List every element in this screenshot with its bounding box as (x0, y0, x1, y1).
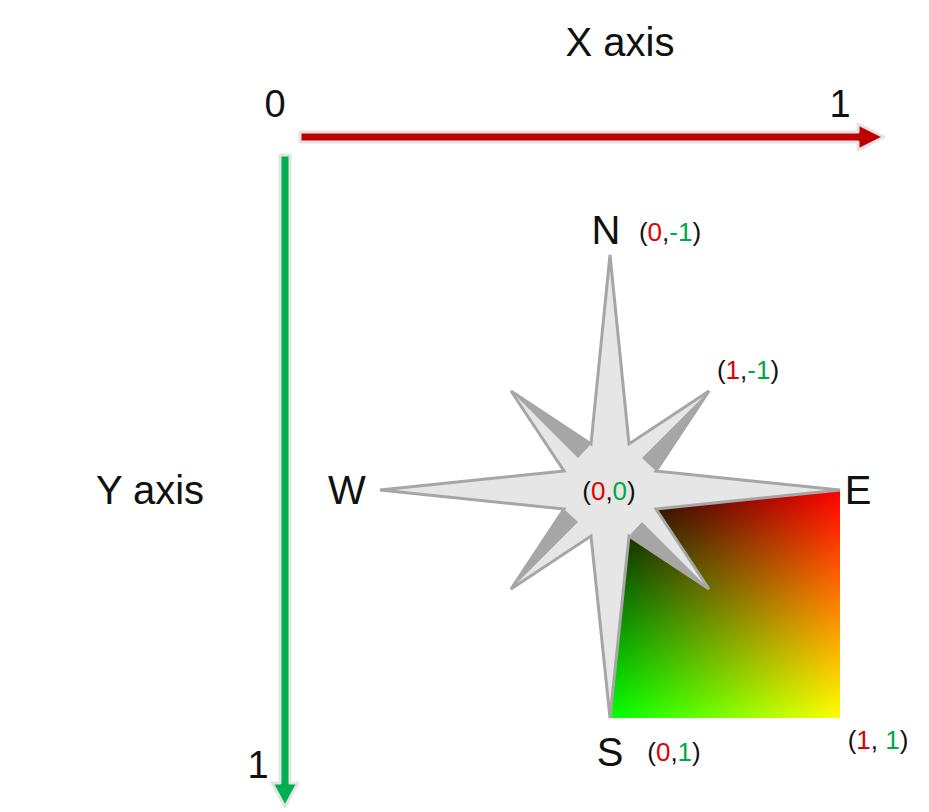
coordinate-part: -1 (747, 355, 770, 385)
star-shade (642, 391, 709, 471)
compass-letter: W (328, 468, 366, 512)
y-axis-arrow (272, 155, 298, 807)
coordinate-part: ) (770, 355, 779, 385)
axis-tick: 1 (247, 745, 268, 787)
x-axis-arrow (300, 124, 884, 150)
compass-star (380, 255, 840, 718)
star-shade (511, 391, 591, 458)
star-shade (629, 522, 709, 589)
coordinate-part: 1 (678, 737, 692, 767)
coordinate-part: , (740, 355, 747, 385)
compass-letter: E (845, 468, 872, 512)
coordinate-part: 0 (613, 476, 627, 506)
coordinate-part: 0 (656, 737, 670, 767)
x-axis-shape (300, 124, 884, 150)
coordinate-part: 1 (856, 725, 870, 755)
axis-title: Y axis (96, 468, 204, 512)
coordinate-part: , (871, 725, 885, 755)
coordinate-part: , (662, 217, 669, 247)
coordinate-part: ) (692, 737, 701, 767)
coordinate-part: ( (639, 217, 648, 247)
coordinate-part: 0 (591, 476, 605, 506)
coordinate-part: ( (582, 476, 591, 506)
coordinate-part: , (670, 737, 677, 767)
coordinate-label: (0,1) (647, 738, 701, 767)
coordinate-label: (1, 1) (848, 726, 909, 755)
axis-tick: 0 (264, 84, 285, 126)
compass-letter: N (592, 208, 621, 252)
coordinate-part: ( (647, 737, 656, 767)
coordinate-part: 1 (726, 355, 740, 385)
star-shade (511, 509, 578, 589)
coordinate-part: 0 (648, 217, 662, 247)
coordinate-part: ) (627, 476, 636, 506)
compass-letter: S (597, 730, 624, 774)
coordinate-part: , (605, 476, 612, 506)
coordinate-part: 1 (885, 725, 899, 755)
axis-title: X axis (566, 20, 675, 64)
coordinate-label: (1,-1) (717, 356, 779, 385)
coordinate-part: ( (848, 725, 857, 755)
coordinate-label: (0,-1) (639, 218, 701, 247)
coordinate-part: ) (692, 217, 701, 247)
coordinate-part: ( (717, 355, 726, 385)
coordinate-label: (0,0) (582, 477, 636, 506)
coordinate-part: -1 (669, 217, 692, 247)
axis-tick: 1 (829, 84, 850, 126)
y-axis-shape (272, 155, 298, 807)
coordinate-part: ) (900, 725, 909, 755)
